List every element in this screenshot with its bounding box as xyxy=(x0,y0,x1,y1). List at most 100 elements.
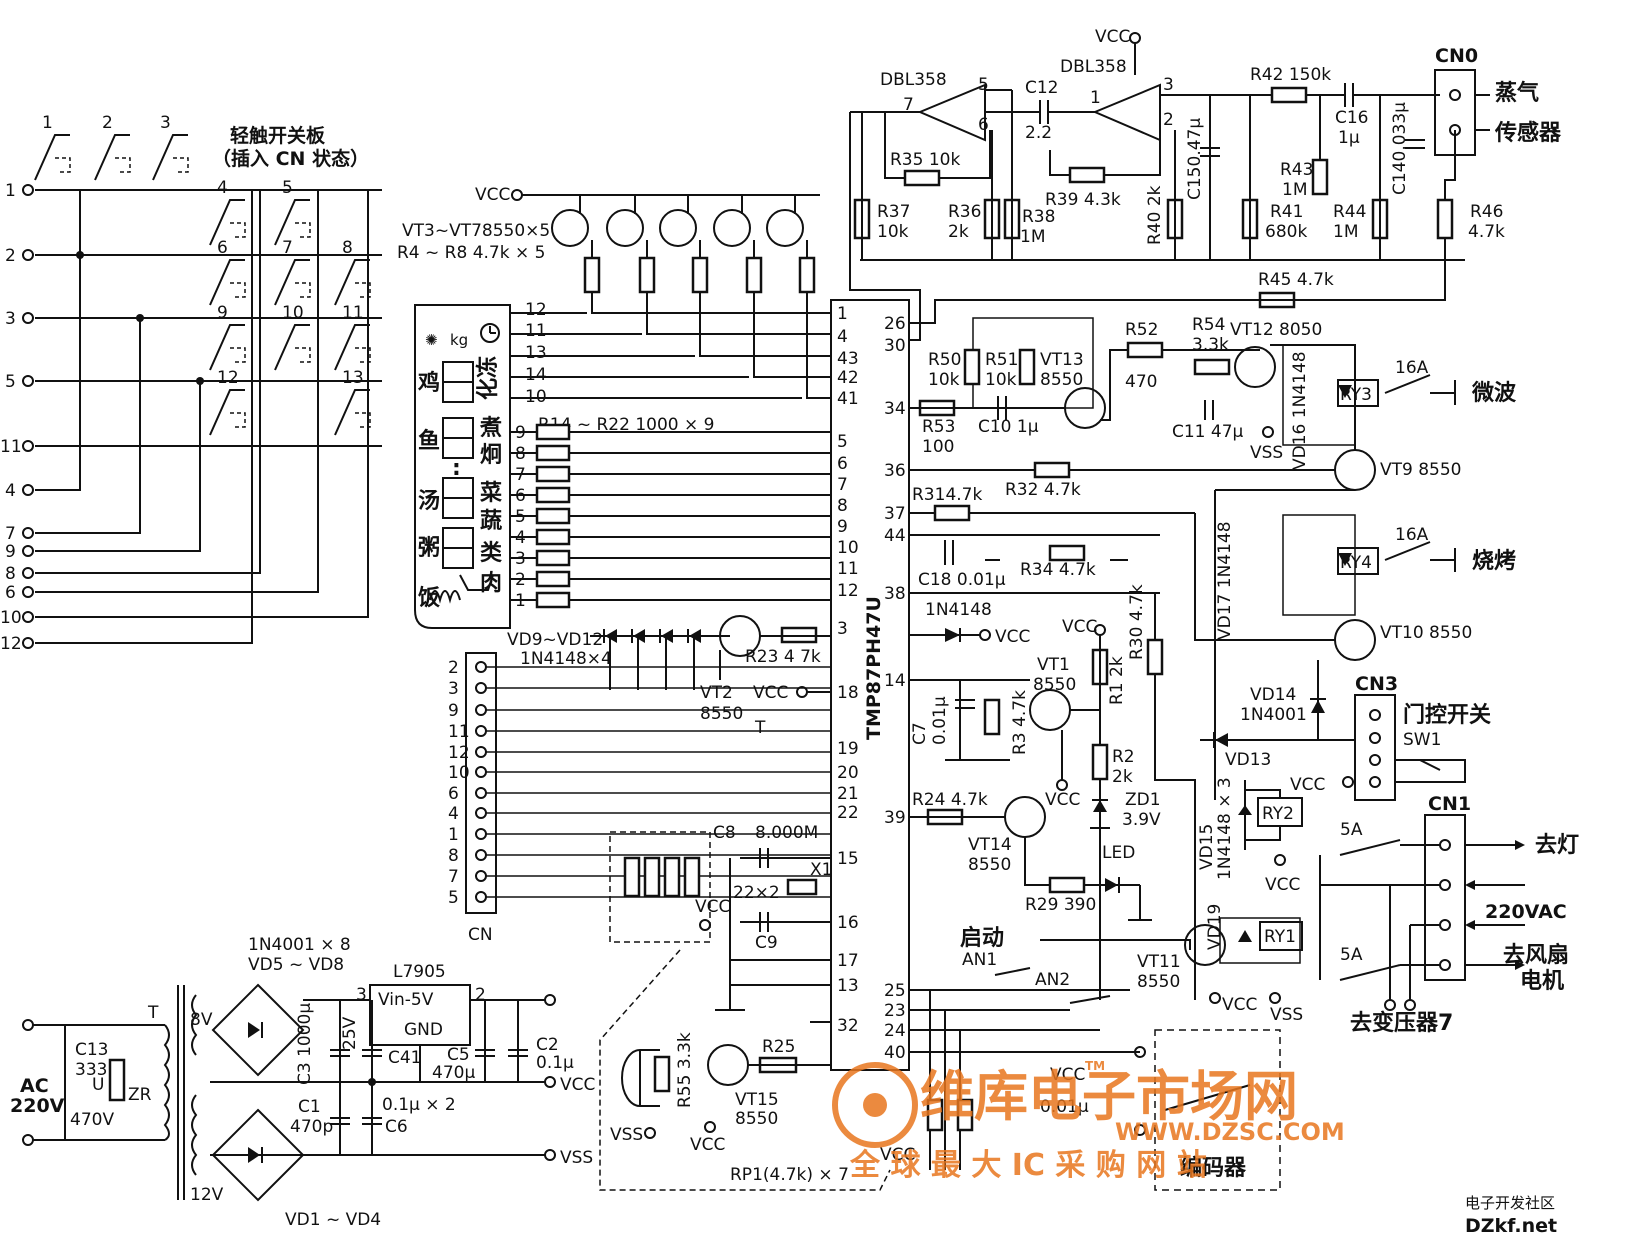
vt13v-label: 8550 xyxy=(1040,370,1083,390)
display-label: 菜 xyxy=(479,481,502,506)
r41v-label: 680k xyxy=(1265,222,1307,242)
steam-sensor-amp: VCC DBL358 DBL358 7 5 6 1 3 2 C12 2.2 R3… xyxy=(849,27,1562,341)
r37v-label: 10k xyxy=(877,222,909,242)
vss-label: VSS xyxy=(1250,443,1283,463)
watermark-tm: TM xyxy=(1085,1059,1105,1073)
cn-label: CN xyxy=(468,925,493,945)
ic-pin-label: 13 xyxy=(837,976,859,996)
r24-label: R24 4.7k xyxy=(912,790,988,810)
key-label: 2 xyxy=(102,113,113,133)
relay-drivers: R50 10k R51 10k VT13 8550 R53 100 C10 1μ… xyxy=(880,315,1579,1191)
segment-resistor xyxy=(535,528,571,546)
driver-line xyxy=(646,292,831,335)
buzzer-vt15: R55 3.3k R25 VT15 8550 VSS VCC xyxy=(610,1021,831,1155)
keypad-matrix: 轻触开关板 （插入 CN 状态） 1 2 3 5 11 4 7 9 8 6 10… xyxy=(0,113,382,654)
ic-pin-label: 5 xyxy=(837,432,848,452)
zd1v-label: 3.9V xyxy=(1122,810,1161,830)
vt13-label: VT13 xyxy=(1040,350,1084,370)
display-label: 饭 xyxy=(418,585,440,611)
r54-label: R54 xyxy=(1192,315,1225,335)
vt12-label: VT12 8050 xyxy=(1230,320,1322,340)
an1-label: AN1 xyxy=(962,950,997,970)
cn-pin xyxy=(475,891,487,903)
ic-pin-label: 17 xyxy=(837,951,859,971)
key-switch xyxy=(34,134,70,181)
ic-pin-label: 8 xyxy=(837,496,848,516)
ic-pin-label: 39 xyxy=(884,808,906,828)
watermark-logo-icon xyxy=(832,1062,918,1148)
cn-pin xyxy=(475,807,487,819)
vcc-label: VCC xyxy=(475,185,510,205)
pin6: 6 xyxy=(978,115,989,135)
cn-pin-label: 6 xyxy=(448,784,459,804)
c6-label: 0.1μ × 2 xyxy=(382,1095,456,1115)
ic-pin-label: 25 xyxy=(884,981,906,1001)
col-pin-label: 12 xyxy=(0,634,22,654)
ic-pin-label: 9 xyxy=(837,517,848,537)
segment-resistor xyxy=(535,465,571,483)
keypad-subtitle: （插入 CN 状态） xyxy=(212,147,369,170)
a5b-label: 5A xyxy=(1340,945,1363,965)
r43v-label: 1M xyxy=(1282,180,1307,200)
c1v-label: 470p xyxy=(290,1117,333,1137)
segment-pin-label: 9 xyxy=(515,423,526,443)
vt15-label: VT15 xyxy=(735,1090,779,1110)
display-label: 类 xyxy=(480,541,503,566)
segment-resistor xyxy=(535,444,571,462)
ic-label: TMP87PH47U xyxy=(863,596,885,740)
pin3-label: 3 xyxy=(356,985,367,1005)
ic-pin-label: 15 xyxy=(837,849,859,869)
ic-pin-label: 6 xyxy=(837,454,848,474)
col-pin-label: 10 xyxy=(0,608,22,628)
r43-label: R43 xyxy=(1280,160,1313,180)
r35-label: R35 10k xyxy=(890,150,960,170)
colon: : xyxy=(452,456,461,481)
display-label: 汤 xyxy=(418,489,440,514)
c2v-label: 0.1μ xyxy=(536,1053,574,1073)
cn-pin-label: 8 xyxy=(448,846,459,866)
r55-label: R55 3.3k xyxy=(675,1032,695,1108)
vd19-label: VD19 xyxy=(1205,904,1225,950)
r46-label: R46 xyxy=(1470,202,1503,222)
vd9-vd12: VD9~VD12 1N4148×4 VT2 8550 R23 4 7k VCC … xyxy=(507,615,831,738)
ic-pin-label: 4 xyxy=(837,327,848,347)
segment-pin-label: 4 xyxy=(515,528,526,548)
keypad-col-pins: 4 7 9 8 6 10 12 xyxy=(0,481,34,654)
key-switch xyxy=(334,324,370,371)
vcc-label: VCC xyxy=(1290,775,1325,795)
key-switch xyxy=(209,259,245,306)
r40-label: R40 2k xyxy=(1145,185,1165,245)
r2v-label: 2k xyxy=(1112,767,1133,787)
ic-pin-label: 1 xyxy=(837,304,848,324)
ic-pin-label: 42 xyxy=(837,368,859,388)
vd9-part-label: 1N4148×4 xyxy=(520,649,612,669)
segment-resistor xyxy=(535,549,571,567)
v12-label: 12V xyxy=(190,1185,224,1205)
vd15-label: VD15 xyxy=(1197,824,1217,870)
ic-pin-label: 18 xyxy=(837,683,859,703)
pin5: 5 xyxy=(978,75,989,95)
vt9-label: VT9 8550 xyxy=(1380,460,1462,480)
segment-resistor xyxy=(535,486,571,504)
ry3-label: RY3 xyxy=(1340,385,1372,405)
vcc-label: VCC xyxy=(880,1145,915,1165)
cn-pin-label: 1 xyxy=(448,825,459,845)
key-switch-link xyxy=(115,157,131,173)
c6n-label: C6 xyxy=(385,1117,408,1137)
row-pin-label: 2 xyxy=(5,246,16,266)
vss-label: VSS xyxy=(1270,1005,1303,1025)
led-label: LED xyxy=(1102,843,1135,863)
segment-resistor xyxy=(535,591,571,609)
watermark-main: 维库电子市场网 xyxy=(920,1065,1298,1128)
row-pin-label: 3 xyxy=(5,309,16,329)
c15-label: C150.47μ xyxy=(1185,118,1205,200)
v220ac-label: 220VAC xyxy=(1485,901,1567,923)
steam-label: 蒸气 xyxy=(1495,80,1539,106)
key-switch xyxy=(274,199,310,246)
vd1-vd4-label: VD1 ~ VD4 xyxy=(285,1210,381,1230)
x1-label: X1 xyxy=(810,860,832,880)
ic-pin-label: 43 xyxy=(837,349,859,369)
an2-label: AN2 xyxy=(1035,970,1070,990)
display-panel: 12 11 13 14 10 kg ✺ : 鸡 化冻 鱼 煮 炯 汤 菜 粥 蔬… xyxy=(414,300,547,629)
dbl358b-label: DBL358 xyxy=(1060,57,1127,77)
